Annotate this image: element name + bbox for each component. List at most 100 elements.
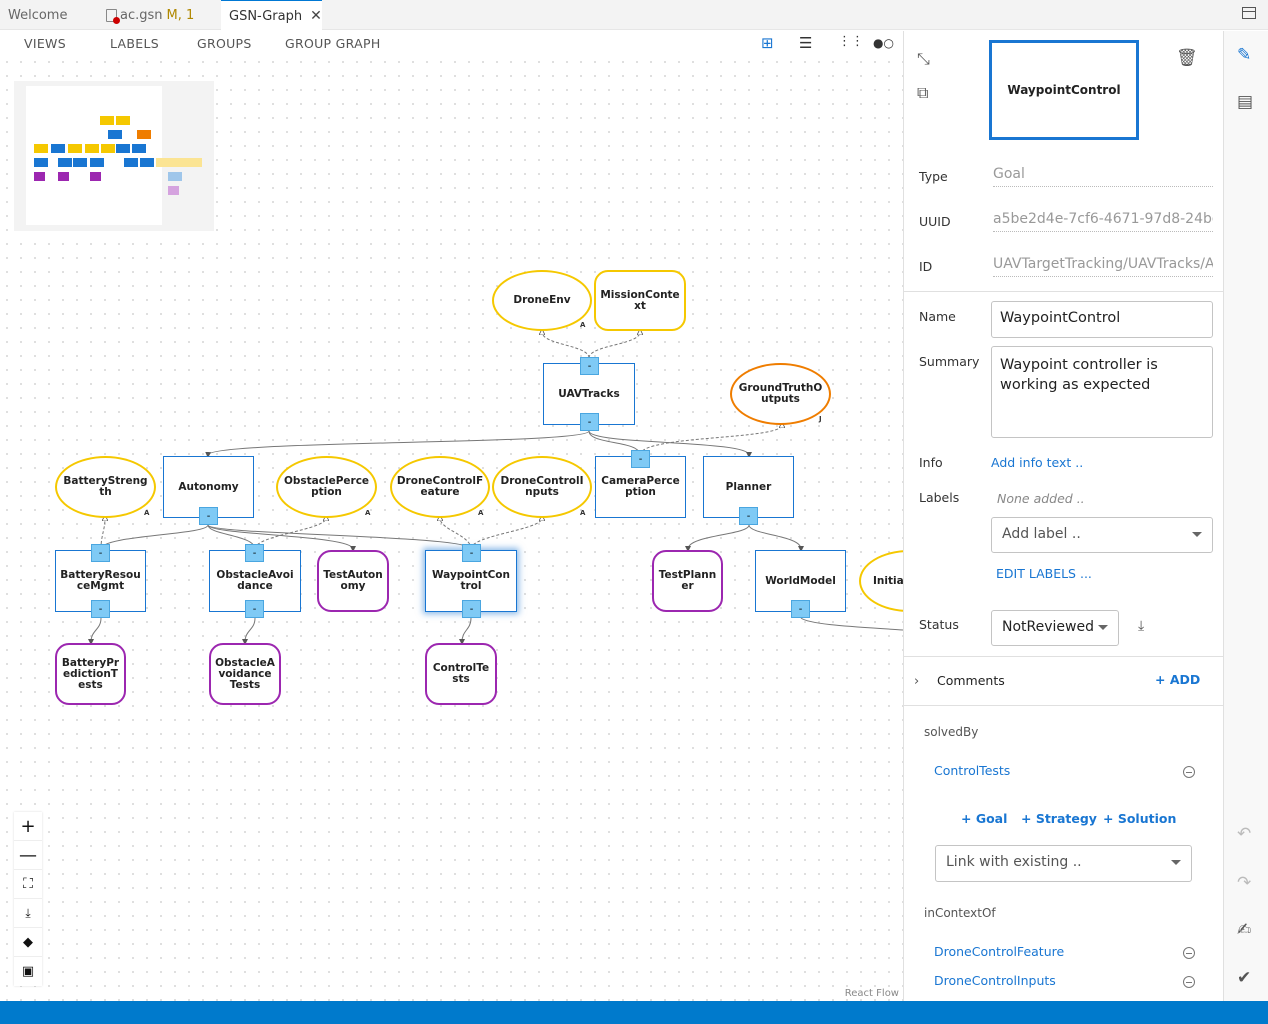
collapse-arrows-icon[interactable]: ⤡ [917,49,930,68]
graph-toolbar: VIEWS LABELS GROUPS GROUP GRAPH ⊞ ☰ ⋮⋮ ●… [0,31,903,55]
node-control-tests[interactable]: ControlTests [425,643,497,705]
close-icon[interactable]: ✕ [310,8,322,24]
node-drone-control-inputs[interactable]: DroneControlInputs [492,456,592,518]
add-comment-button[interactable]: + ADD [1155,672,1201,687]
node-handle[interactable]: - [91,600,110,618]
type-value: Goal [993,166,1213,187]
chevron-down-icon [1192,532,1202,537]
node-handle[interactable]: - [791,600,810,618]
node-handle[interactable]: - [245,544,264,562]
add-label-select[interactable]: Add label .. [991,517,1213,553]
collapse-icon[interactable]: ⤓ [14,899,42,928]
review-comment-icon[interactable]: ✍ [1237,920,1252,940]
node-handle[interactable]: - [199,507,218,525]
add-goal-button[interactable]: + Goal [961,811,1008,826]
trash-icon[interactable]: 🗑 [1176,48,1198,68]
node-handle[interactable]: - [580,413,599,431]
groups-menu[interactable]: GROUPS [197,36,252,51]
node-label: BatteryPredictionTests [61,656,120,691]
node-label: ObstacleAvoidance [216,569,294,592]
uuid-value: a5be2d4e-7cf6-4671-97d8-24bda7 [993,211,1213,232]
node-obstacle-perception[interactable]: ObstaclePerception [276,456,377,518]
labels-menu[interactable]: LABELS [110,36,159,51]
tab-welcome[interactable]: Welcome [0,0,92,30]
node-test-autonomy[interactable]: TestAutonomy [317,550,389,612]
node-handle[interactable]: - [462,544,481,562]
node-drone-env[interactable]: DroneEnv [492,270,592,331]
name-input[interactable]: WaypointControl [991,301,1213,338]
remove-circle-icon[interactable] [1183,976,1195,988]
status-bar [0,1001,1268,1024]
justification-mark: J [819,415,822,423]
summary-label: Summary [919,354,980,369]
node-label: CameraPerception [601,475,680,498]
image-export-icon[interactable]: ▣ [21,964,35,979]
node-test-planner[interactable]: TestPlanner [652,550,723,612]
node-handle[interactable]: - [580,357,599,375]
views-menu[interactable]: VIEWS [24,36,66,51]
type-label: Type [919,169,948,184]
add-strategy-button[interactable]: + Strategy [1021,811,1097,826]
edge-layer [88,55,903,645]
label-tag-icon[interactable]: ◆ [14,928,42,957]
node-label: DroneControlFeature [396,475,484,498]
node-planner[interactable]: Planner [703,456,794,518]
edit-labels-link[interactable]: EDIT LABELS ... [996,566,1092,581]
hierarchy-layout-icon[interactable]: ⊞ [761,34,774,52]
node-handle[interactable]: - [462,600,481,618]
add-label-placeholder: Add label .. [1002,526,1081,542]
chevron-right-icon[interactable]: › [914,674,920,689]
chevron-down-icon [1098,625,1108,630]
grid-icon[interactable]: ⋮⋮ [838,34,864,49]
minimap[interactable] [14,81,214,231]
redo-icon[interactable]: ↷ [1237,873,1252,893]
comments-label[interactable]: Comments [937,673,1005,688]
solved-by-item[interactable]: ControlTests [934,763,1011,778]
in-context-item[interactable]: DroneControlFeature [934,944,1065,959]
status-select[interactable]: NotReviewed [991,610,1119,646]
fit-view-icon[interactable]: ⛶ [14,870,42,899]
group-graph-menu[interactable]: GROUP GRAPH [285,36,381,51]
checklist-icon[interactable]: ☰ [799,34,813,52]
solved-by-label: solvedBy [924,725,979,739]
node-handle[interactable]: - [245,600,264,618]
node-label: InitialC [873,574,903,587]
toggle-icon[interactable]: ●○ [873,36,894,50]
zoom-out-icon[interactable]: — [14,841,42,870]
check-circle-icon[interactable]: ✔ [1237,968,1252,988]
toggle-panel-icon[interactable] [1242,7,1256,19]
node-handle[interactable]: - [739,507,758,525]
node-handle[interactable]: - [91,544,110,562]
assumption-mark: A [144,509,150,517]
undo-icon[interactable]: ↶ [1237,824,1252,844]
node-obstacle-avoidance-tests[interactable]: ObstacleAvoidanceTests [209,643,281,705]
in-context-item[interactable]: DroneControlInputs [934,973,1056,988]
add-info-link[interactable]: Add info text .. [991,455,1084,470]
editor-tab-bar: Welcome ac.gsn M, 1 GSN-Graph ✕ [0,0,1268,31]
tab-ac-gsn[interactable]: ac.gsn M, 1 [98,0,216,30]
summary-textarea[interactable]: Waypoint controller is working as expect… [991,346,1213,438]
open-external-icon[interactable]: ⧉ [917,83,929,102]
node-label: UAVTracks [558,387,620,400]
download-icon[interactable]: ⤓ [1138,618,1145,634]
uuid-label: UUID [919,214,951,229]
document-icon[interactable]: ▤ [1237,92,1254,112]
tab-gsn-graph[interactable]: GSN-Graph ✕ [221,0,322,31]
node-mission-context[interactable]: MissionContext [594,270,686,331]
node-drone-control-feature[interactable]: DroneControlFeature [390,456,490,518]
labels-label: Labels [919,490,960,505]
remove-circle-icon[interactable] [1183,766,1195,778]
remove-circle-icon[interactable] [1183,947,1195,959]
zoom-in-icon[interactable]: + [14,812,42,841]
node-ground-truth-outputs[interactable]: GroundTruthOutputs [730,363,831,425]
node-handle[interactable]: - [631,450,650,468]
edit-properties-icon[interactable]: ✎ [1237,45,1252,65]
graph-canvas[interactable]: DroneEnv A MissionContext UAVTracks - - … [0,55,903,1001]
node-battery-strength[interactable]: BatteryStrength [55,456,156,518]
add-solution-button[interactable]: + Solution [1103,811,1177,826]
info-label: Info [919,455,943,470]
right-activity-bar: ✎ ▤ ↶ ↷ ✍ ✔ [1223,31,1268,1001]
link-existing-select[interactable]: Link with existing .. [935,845,1192,882]
node-battery-prediction-tests[interactable]: BatteryPredictionTests [55,643,126,705]
react-flow-attribution[interactable]: React Flow [844,988,899,999]
